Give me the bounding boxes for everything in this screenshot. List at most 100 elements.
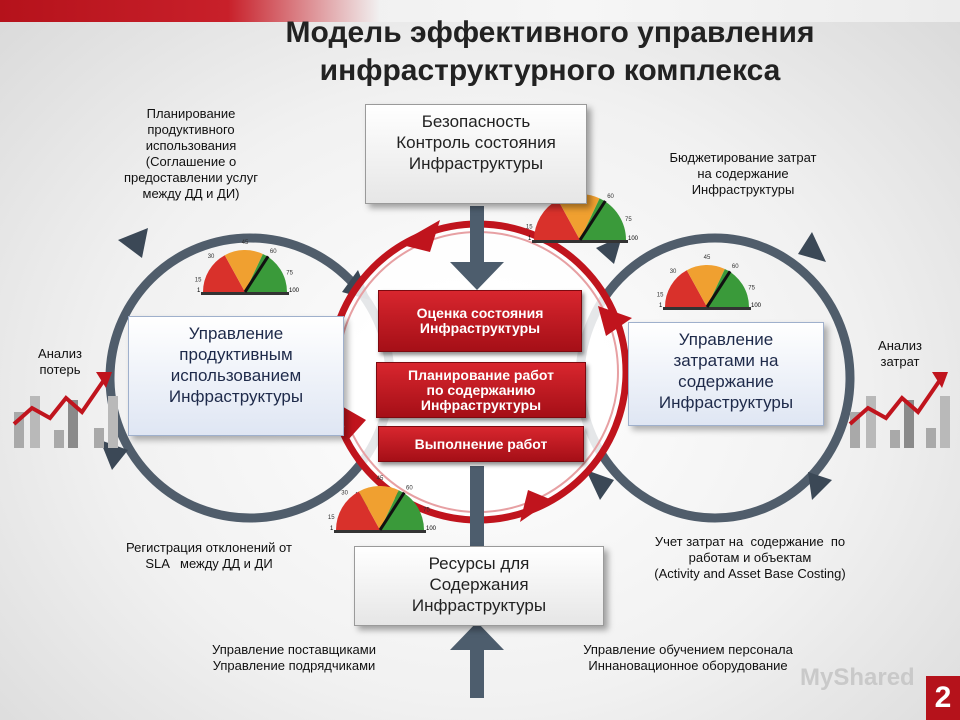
step-execution-line1: Выполнение работ [414,435,548,452]
note-suppliers: Управление поставщиками Управление подря… [184,642,404,674]
cost-management-line3: содержание [678,372,774,391]
left-cycle-arrow-left [100,440,128,470]
footer-connector-head [450,622,504,650]
gauge-tick-label: 45 [704,255,711,261]
top-connector-head [450,262,504,290]
resources-box-line3: Инфраструктуры [411,596,547,615]
top-banner-accent [0,0,380,22]
gauge-tick-label: 60 [732,264,739,270]
page-number: 2 [926,676,960,720]
note-br-line: Учет затрат на содержание по [654,534,846,549]
center-ring-arrow-bottom [520,490,552,522]
note-cost-accounting: Учет затрат на содержание по работам и о… [622,534,878,582]
left-cycle-arrow-top [118,228,148,258]
gauge-left-icon: 15 30 45 60 75 1 100 [195,240,300,295]
note-tl-line: использования [145,138,237,153]
note-sla-deviation: Регистрация отклонений от SLA между ДД и… [96,540,322,572]
cost-management-line2: затратами на [673,351,779,370]
step-planning-line3: Инфраструктуры [420,396,542,413]
footer-connector-shaft [470,648,484,698]
note-bl-line: SLA между ДД и ДИ [145,556,273,571]
gauge-tick-label: 15 [328,515,335,521]
note-tr-line: на содержание [697,166,789,181]
note-tl-line: между ДД и ДИ) [142,186,240,201]
right-cycle-arrow-left [586,470,614,500]
gauge-tick-label: 15 [195,278,202,284]
cost-management-line4: Инфраструктуры [658,393,794,412]
gauge-tick-label: 45 [377,476,384,482]
gauge-tick-label: 75 [748,285,755,291]
cost-analysis-trend-chart [848,372,950,448]
resources-box-line1: Ресурсы для [428,554,530,573]
step-planning: Планирование работ по содержанию Инфраст… [376,362,586,418]
gauge-tick-label: 60 [270,249,277,255]
security-box: Безопасность Контроль состояния Инфрастр… [365,104,587,204]
productive-use-box: Управление продуктивным использованием И… [128,316,344,436]
note-tl-line: Планирование [146,106,236,121]
gauge-tick-label: 15 [526,225,533,231]
security-box-line3: Инфраструктуры [408,154,544,173]
step-planning-line2: по содержанию [426,381,536,398]
loss-analysis-trend-chart [12,372,118,448]
gauge-tick-label: 100 [751,303,762,309]
watermark: MyShared [800,664,915,691]
step-execution: Выполнение работ [378,426,584,462]
note-cost-line: затрат [880,354,920,369]
right-cycle-arrow-right [798,232,826,262]
gauge-tick-label: 45 [242,240,249,246]
note-budgeting: Бюджетирование затрат на содержание Инфр… [640,150,846,198]
center-ring-arrow-left [338,404,366,440]
top-banner [0,0,960,22]
step-assessment: Оценка состояния Инфраструктуры [378,290,582,352]
center-ring-arrow-right [598,306,632,336]
gauge-tick-label: 30 [670,269,677,275]
gauge-tick-label: 75 [625,217,632,223]
note-loss-line: потерь [39,362,81,377]
productive-use-line3: использованием [170,366,302,385]
gauge-tick-label: 1 [197,288,201,294]
note-fr-line: Иннановационное оборудование [588,658,788,673]
note-tl-line: предоставлении услуг [124,170,258,185]
note-br-line: (Activity and Asset Base Costing) [654,566,846,581]
note-tl-line: продуктивного [147,122,235,137]
note-cost-analysis: Анализ затрат [862,338,938,370]
bottom-connector-shaft [470,466,484,546]
gauge-tick-label: 75 [286,270,293,276]
note-fl-line: Управление поставщиками [212,642,376,657]
resources-box-line2: Содержания [429,575,529,594]
gauge-tick-label: 60 [607,194,614,200]
note-tr-line: Инфраструктуры [691,182,795,197]
note-cost-line: Анализ [878,338,922,353]
gauge-tick-label: 100 [628,236,639,242]
productive-use-line1: Управление [188,324,284,343]
gauge-tick-label: 100 [426,526,437,532]
right-cycle-arrow-bottom [808,472,832,500]
security-box-line2: Контроль состояния [396,133,556,152]
note-bl-line: Регистрация отклонений от [126,540,292,555]
cost-management-box: Управление затратами на содержание Инфра… [628,322,824,426]
gauge-tick-label: 30 [208,254,215,260]
gauge-tick-label: 1 [659,303,663,309]
gauge-tick-label: 1 [528,236,532,242]
gauge-tick-label: 15 [657,293,664,299]
gauge-tick-label: 100 [289,288,300,294]
note-fr-line: Управление обучением персонала [583,642,793,657]
note-tr-line: Бюджетирование затрат [669,150,817,165]
center-ring-arrow-top [398,220,440,252]
note-training: Управление обучением персонала Иннановац… [556,642,820,674]
resources-box: Ресурсы для Содержания Инфраструктуры [354,546,604,626]
cost-management-line1: Управление [678,330,774,349]
note-loss-analysis: Анализ потерь [22,346,98,378]
security-box-line1: Безопасность [421,112,531,131]
note-tl-line: (Соглашение о [145,154,237,169]
note-br-line: работам и объектам [688,550,812,565]
productive-use-line4: Инфраструктуры [168,387,304,406]
note-planning-productive-use: Планирование продуктивного использования… [86,106,296,202]
note-loss-line: Анализ [38,346,82,361]
note-fl-line: Управление подрядчиками [212,658,376,673]
gauge-tick-label: 30 [341,491,348,497]
page-title: Модель эффективного управления инфрастру… [285,16,815,87]
step-assessment-line1: Оценка состояния [416,305,544,321]
